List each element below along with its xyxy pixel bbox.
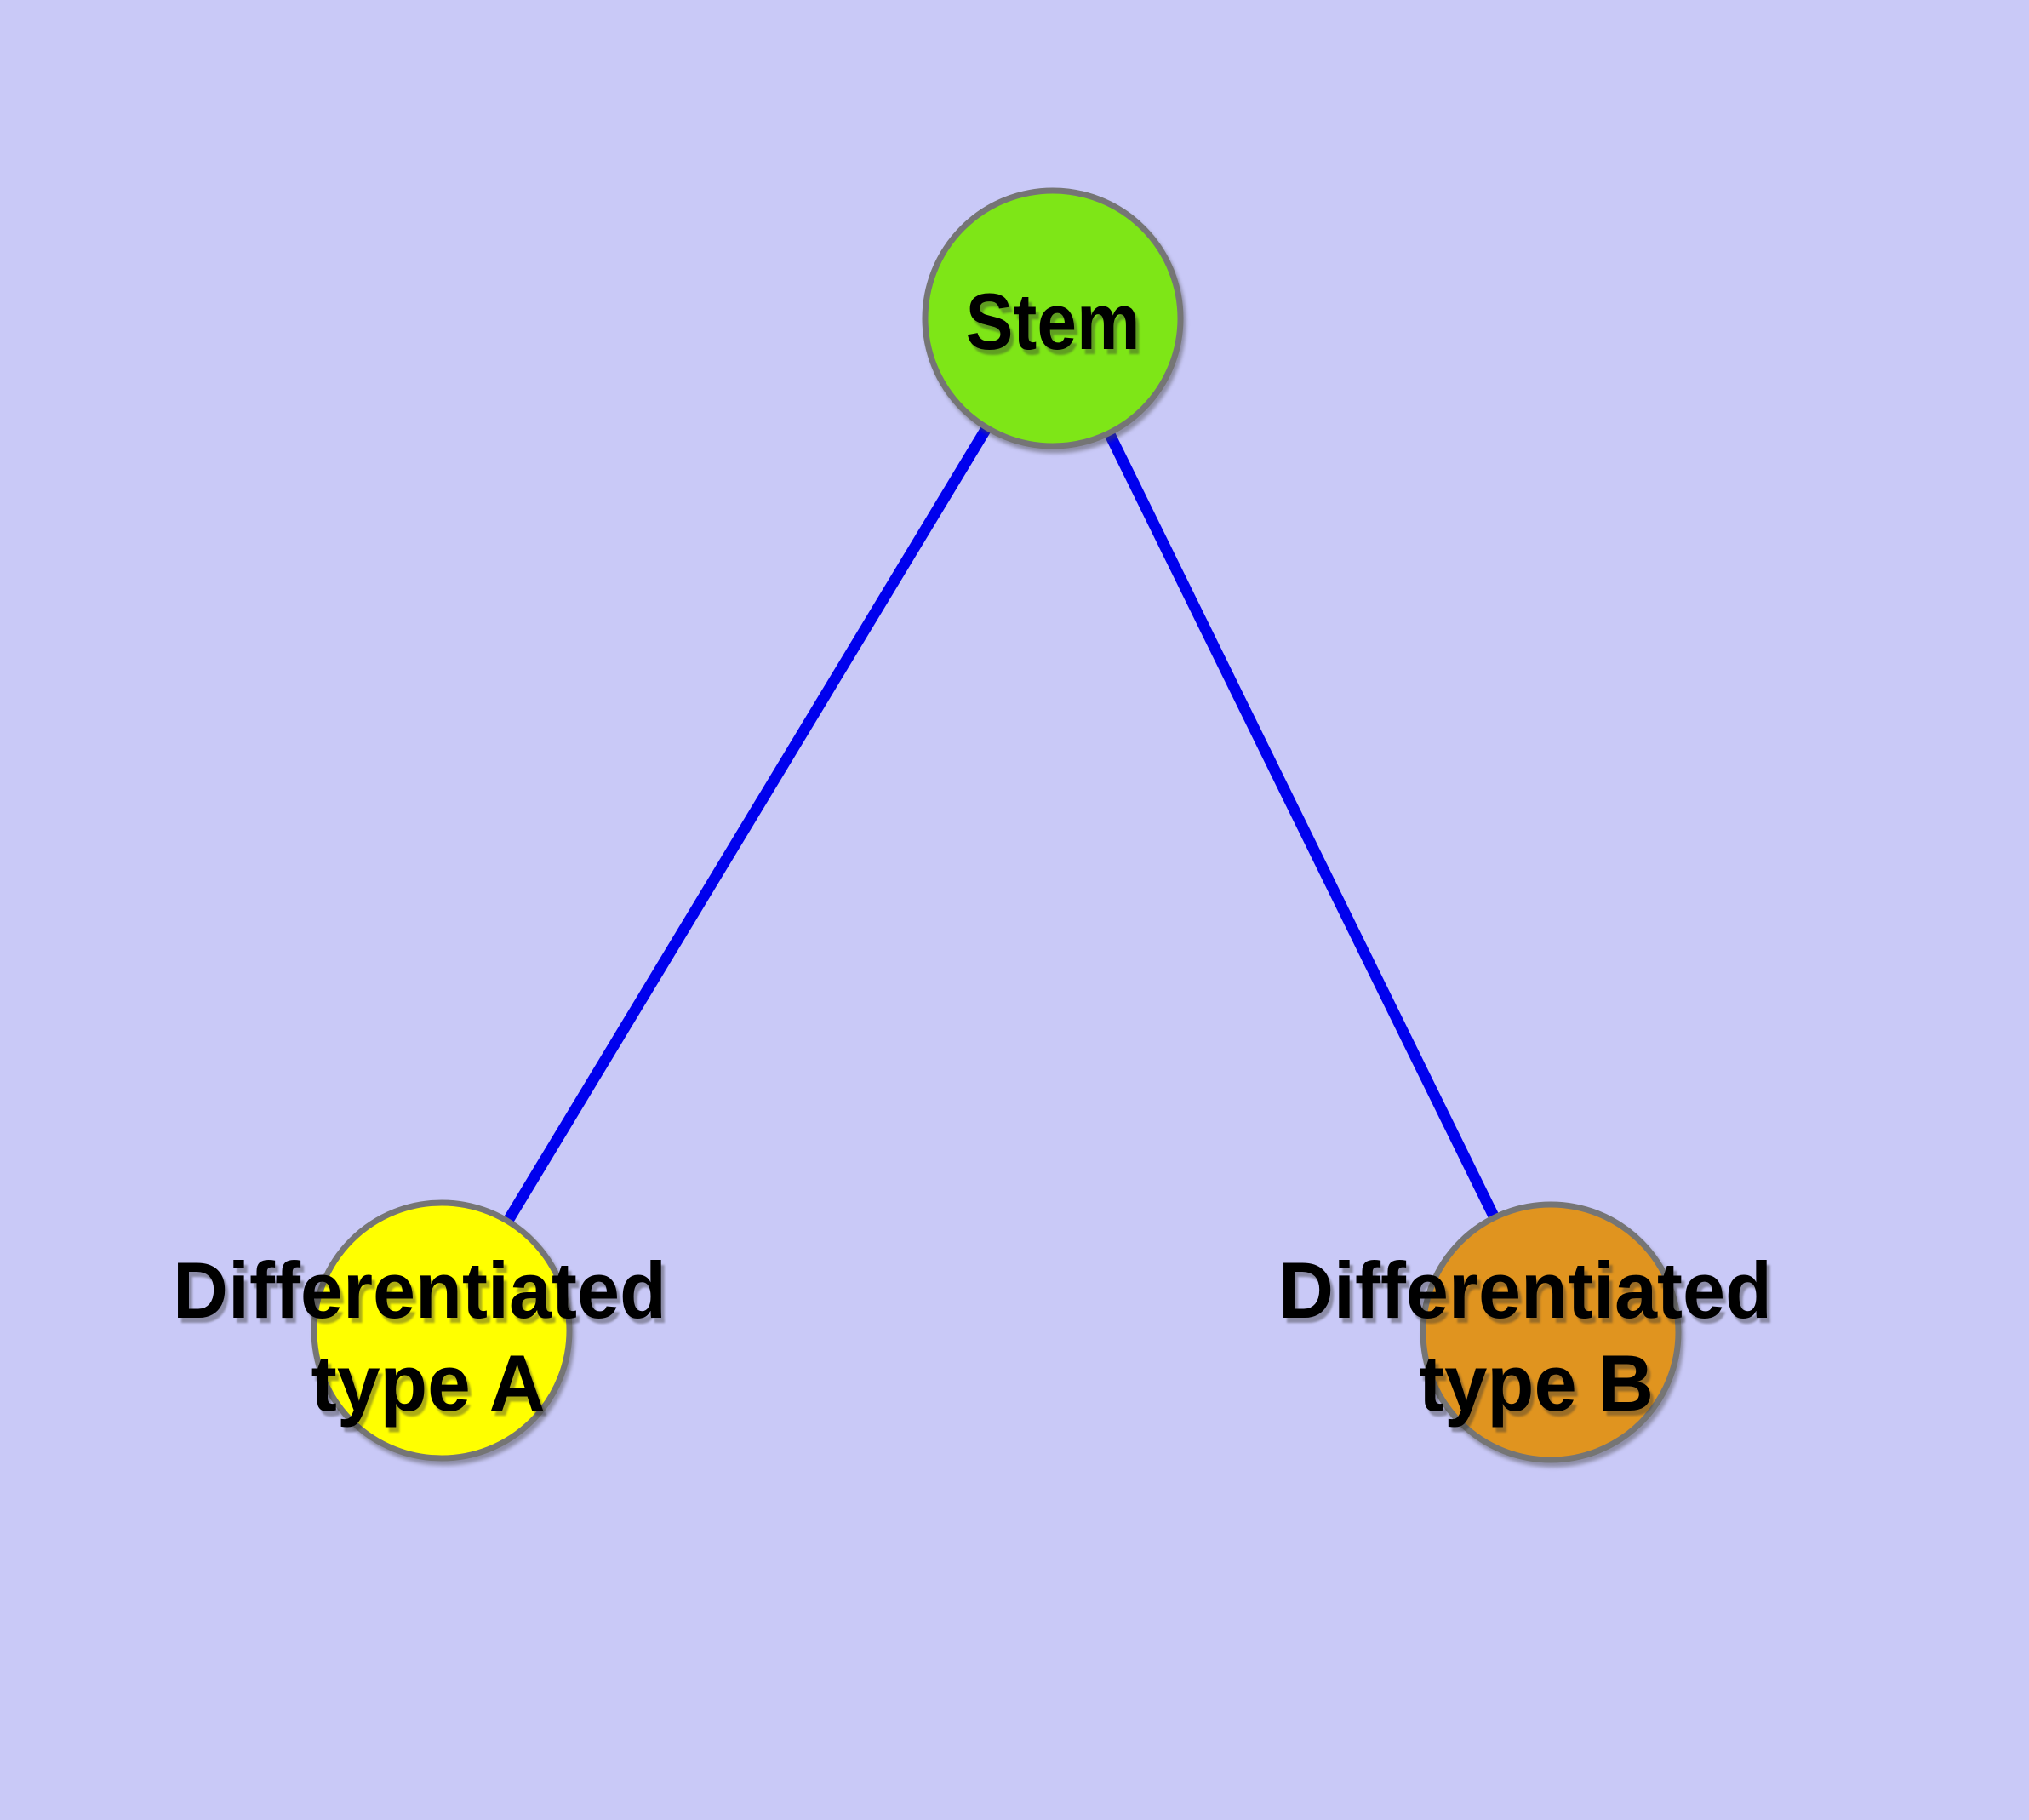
type-a-node-label-line1: Differentiated	[173, 1245, 666, 1335]
stem-node-label: Stem	[966, 277, 1140, 366]
type-a-node: Differentiated type A	[173, 1199, 666, 1462]
stem-node: Stem	[922, 187, 1184, 449]
stem-node-circle	[922, 187, 1184, 449]
type-b-node-label-line1: Differentiated	[1278, 1245, 1772, 1335]
type-b-node-label-line2: type B	[1419, 1338, 1654, 1428]
edge-stem-to-type-b	[1048, 316, 1556, 1335]
edge-stem-to-type-a	[437, 315, 1058, 1334]
type-b-node-circle	[1420, 1201, 1682, 1463]
type-b-node: Differentiated type B	[1278, 1201, 1772, 1463]
type-a-node-circle	[311, 1199, 573, 1462]
type-a-node-label-line2: type A	[311, 1338, 546, 1428]
